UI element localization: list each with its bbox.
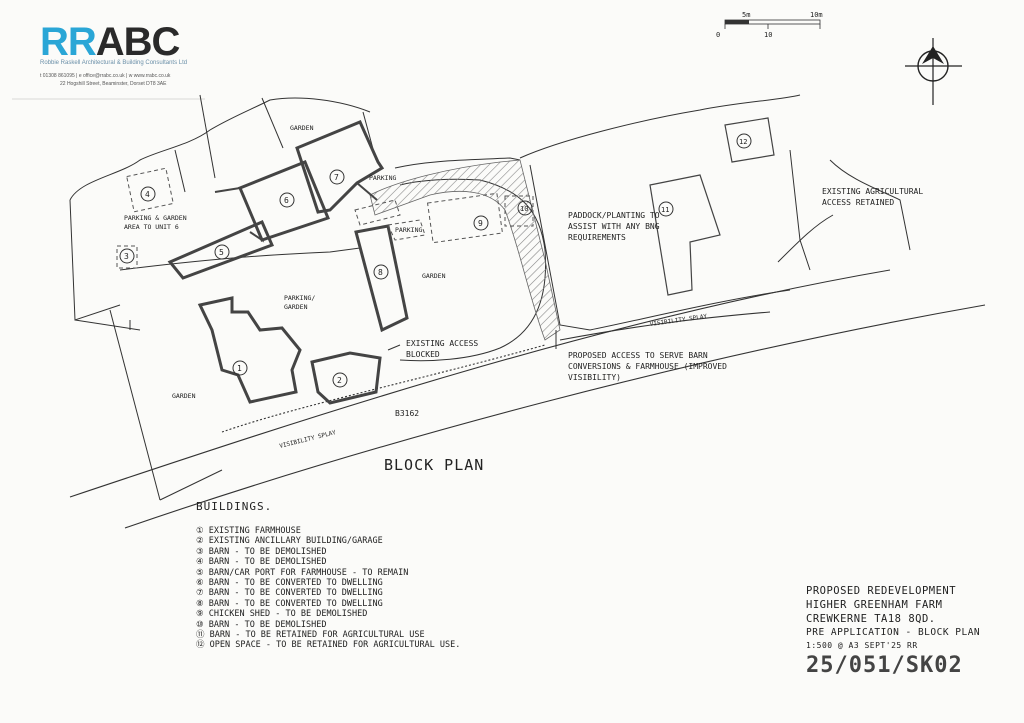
plan-numbers: 1 2 3 4 5 6 7 8 9 10 11 12 xyxy=(124,138,747,385)
label-parking-mid: PARKING xyxy=(395,226,422,234)
scale-5m: 5m xyxy=(742,11,750,19)
legend-item-8: ⑧ BARN - TO BE CONVERTED TO DWELLING xyxy=(196,598,383,609)
legend-text-3: BARN - TO BE DEMOLISHED xyxy=(208,546,327,557)
scale-0: 0 xyxy=(716,31,720,39)
buildings xyxy=(167,120,409,405)
building-7 xyxy=(295,120,385,214)
parking-bay-top xyxy=(354,199,401,226)
label-visibility-left: VISIBILITY SPLAY xyxy=(279,429,337,450)
legend-text-8: BARN - TO BE CONVERTED TO DWELLING xyxy=(208,598,383,609)
legend-item-9: ⑨ CHICKEN SHED - TO BE DEMOLISHED xyxy=(196,609,368,620)
legend-text-10: BARN - TO BE DEMOLISHED xyxy=(208,619,327,630)
building-5 xyxy=(167,220,275,280)
building-8 xyxy=(354,224,409,333)
legend-item-10: ⑩ BARN - TO BE DEMOLISHED xyxy=(196,619,327,630)
label-road: B3162 xyxy=(395,409,419,418)
num-3: 3 xyxy=(124,252,129,261)
building-10 xyxy=(504,195,534,227)
legend-heading: BUILDINGS. xyxy=(196,500,273,513)
title-line-3: CREWKERNE TA18 8QD. xyxy=(806,613,936,625)
annotation-arrows xyxy=(387,214,834,351)
title-block: PROPOSED REDEVELOPMENT HIGHER GREENHAM F… xyxy=(806,584,1016,678)
title-line-2: HIGHER GREENHAM FARM xyxy=(806,599,943,611)
parking-bay-mid xyxy=(387,219,426,241)
num-5: 5 xyxy=(219,248,224,257)
building-4 xyxy=(126,167,174,213)
legend-text-7: BARN - TO BE CONVERTED TO DWELLING xyxy=(208,588,383,599)
site-boundaries xyxy=(69,94,911,501)
title-line-5: 1:500 @ A3 SEPT'25 RR xyxy=(806,641,918,650)
num-7: 7 xyxy=(334,173,339,182)
legend-text-9: CHICKEN SHED - TO BE DEMOLISHED xyxy=(208,609,368,620)
label-parking-garden-unit6: PARKING & GARDEN AREA TO UNIT 6 xyxy=(124,214,187,231)
num-4: 4 xyxy=(145,190,150,199)
scale-bar xyxy=(724,19,821,29)
number-circles xyxy=(119,133,752,388)
dashed-buildings xyxy=(116,167,534,269)
legend-item-12: ⑫ OPEN SPACE - TO BE RETAINED FOR AGRICU… xyxy=(196,640,461,651)
legend-text-11: BARN - TO BE RETAINED FOR AGRICULTURAL U… xyxy=(209,630,425,641)
drawing-title: BLOCK PLAN xyxy=(384,456,485,474)
agricultural-buildings xyxy=(649,117,775,296)
label-existing-access-blocked: EXISTING ACCESS BLOCKED xyxy=(406,339,479,359)
legend-item-4: ④ BARN - TO BE DEMOLISHED xyxy=(196,557,327,568)
north-arrow-icon xyxy=(905,38,962,105)
num-10: 10 xyxy=(520,205,528,213)
legend-text-5: BARN/CAR PORT FOR FARMHOUSE - TO REMAIN xyxy=(208,567,409,578)
legend-item-5: ⑤ BARN/CAR PORT FOR FARMHOUSE - TO REMAI… xyxy=(196,567,409,578)
legend-item-11: ⑪ BARN - TO BE RETAINED FOR AGRICULTURAL… xyxy=(196,630,425,641)
building-3 xyxy=(116,245,138,269)
road-edges xyxy=(69,269,986,529)
legend-item-7: ⑦ BARN - TO BE CONVERTED TO DWELLING xyxy=(196,588,383,599)
label-parking-top: PARKING xyxy=(369,174,396,182)
num-12: 12 xyxy=(739,138,747,146)
building-1 xyxy=(197,296,302,404)
legend-text-12: OPEN SPACE - TO BE RETAINED FOR AGRICULT… xyxy=(209,640,461,651)
num-8: 8 xyxy=(378,268,383,277)
logo-rr: RR xyxy=(40,20,97,64)
building-9 xyxy=(426,192,504,244)
firm-name: Robbie Raskell Architectural & Building … xyxy=(40,60,188,66)
legend-text-6: BARN - TO BE CONVERTED TO DWELLING xyxy=(208,578,383,589)
num-1: 1 xyxy=(237,364,242,373)
building-2 xyxy=(310,351,382,405)
building-11 xyxy=(649,174,721,296)
legend-text-4: BARN - TO BE DEMOLISHED xyxy=(208,557,327,568)
firm-address: 22 Hogshill Street, Beaminster, Dorset D… xyxy=(60,81,167,87)
building-12 xyxy=(724,117,775,163)
company-logo: RRABC xyxy=(40,20,181,64)
legend-text-1: EXISTING FARMHOUSE xyxy=(208,526,301,536)
legend-list: ① EXISTING FARMHOUSE ② EXISTING ANCILLAR… xyxy=(196,526,460,651)
label-proposed-access: PROPOSED ACCESS TO SERVE BARN CONVERSION… xyxy=(568,351,727,382)
firm-contact: t 01308 861095 | e office@rrabc.co.uk | … xyxy=(40,73,171,79)
proposed-access-track xyxy=(369,159,561,341)
scale-10: 10 xyxy=(764,31,772,39)
num-6: 6 xyxy=(284,196,289,205)
drawing-ref: 25/051/SK02 xyxy=(806,653,963,678)
label-garden-left: GARDEN xyxy=(172,392,196,400)
title-line-4: PRE APPLICATION - BLOCK PLAN xyxy=(806,627,981,638)
legend-item-2: ② EXISTING ANCILLARY BUILDING/GARAGE xyxy=(196,536,383,547)
legend-item-3: ③ BARN - TO BE DEMOLISHED xyxy=(196,546,327,557)
label-garden-mid: GARDEN xyxy=(422,272,446,280)
label-paddock: PADDOCK/PLANTING TO ASSIST WITH ANY BNG … xyxy=(568,211,660,242)
scale-10m: 10m xyxy=(810,11,823,19)
legend-text-2: EXISTING ANCILLARY BUILDING/GARAGE xyxy=(208,536,383,547)
label-parking-garden-mid: PARKING/ GARDEN xyxy=(284,294,316,311)
logo-abc: ABC xyxy=(95,20,181,64)
label-existing-access-retained: EXISTING AGRICULTURAL ACCESS RETAINED xyxy=(822,187,924,207)
title-line-1: PROPOSED REDEVELOPMENT xyxy=(806,585,957,597)
num-11: 11 xyxy=(661,206,669,214)
num-2: 2 xyxy=(337,376,342,385)
label-garden-top: GARDEN xyxy=(290,124,314,132)
num-9: 9 xyxy=(478,219,483,228)
legend-item-1: ① EXISTING FARMHOUSE xyxy=(196,526,301,536)
legend-item-6: ⑥ BARN - TO BE CONVERTED TO DWELLING xyxy=(196,578,383,589)
